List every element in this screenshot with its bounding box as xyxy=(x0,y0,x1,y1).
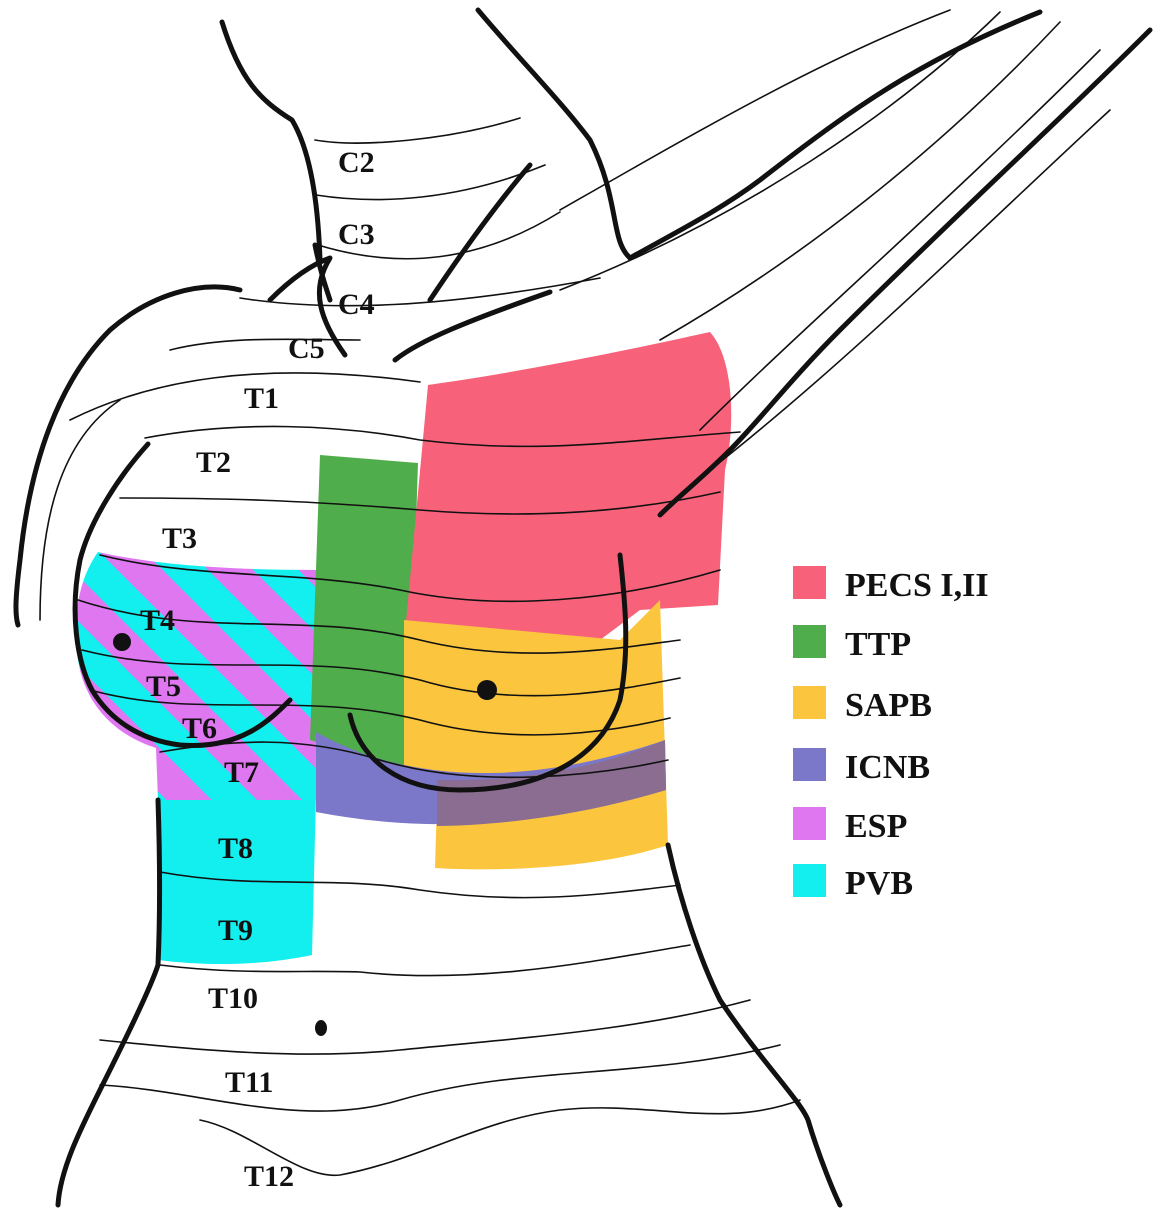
label-t12: T12 xyxy=(244,1160,294,1193)
legend-swatch-sapb xyxy=(793,686,826,719)
label-t4: T4 xyxy=(140,604,175,637)
legend-item-ttp: TTP xyxy=(793,625,911,663)
legend-label-esp: ESP xyxy=(845,808,907,845)
left-nipple-marker xyxy=(113,633,131,651)
label-t6: T6 xyxy=(182,712,217,745)
legend-swatch-pecs xyxy=(793,566,826,599)
label-t8: T8 xyxy=(218,832,253,865)
legend-label-pvb: PVB xyxy=(845,865,913,902)
label-t1: T1 xyxy=(244,382,279,415)
legend-label-ttp: TTP xyxy=(845,626,911,663)
legend-item-icnb: ICNB xyxy=(793,748,930,786)
legend-item-pvb: PVB xyxy=(793,864,913,902)
label-t5: T5 xyxy=(146,670,181,703)
label-t11: T11 xyxy=(225,1066,273,1099)
label-c4: C4 xyxy=(338,288,375,321)
legend-swatch-ttp xyxy=(793,625,826,658)
legend-label-sapb: SAPB xyxy=(845,687,932,724)
label-c2: C2 xyxy=(338,146,375,179)
legend-swatch-esp xyxy=(793,807,826,840)
label-t9: T9 xyxy=(218,914,253,947)
label-t10: T10 xyxy=(208,982,258,1015)
legend-item-sapb: SAPB xyxy=(793,686,932,724)
legend-item-pecs: PECS I,II xyxy=(793,566,989,604)
legend-label-pecs: PECS I,II xyxy=(845,567,989,604)
label-c5: C5 xyxy=(288,332,325,365)
label-c3: C3 xyxy=(338,218,375,251)
legend-swatch-icnb xyxy=(793,748,826,781)
block-regions xyxy=(76,332,731,964)
esp-pvb-striped-region xyxy=(76,552,316,800)
label-t2: T2 xyxy=(196,446,231,479)
legend: PECS I,II TTP SAPB ICNB ESP PVB xyxy=(793,566,989,902)
legend-label-icnb: ICNB xyxy=(845,749,930,786)
legend-swatch-pvb xyxy=(793,864,826,897)
navel-marker xyxy=(315,1020,327,1036)
ttp-region xyxy=(310,455,418,770)
label-t3: T3 xyxy=(162,522,197,555)
pecs-region xyxy=(406,332,731,640)
legend-item-esp: ESP xyxy=(793,807,907,845)
right-nipple-marker xyxy=(477,680,497,700)
label-t7: T7 xyxy=(224,756,259,789)
